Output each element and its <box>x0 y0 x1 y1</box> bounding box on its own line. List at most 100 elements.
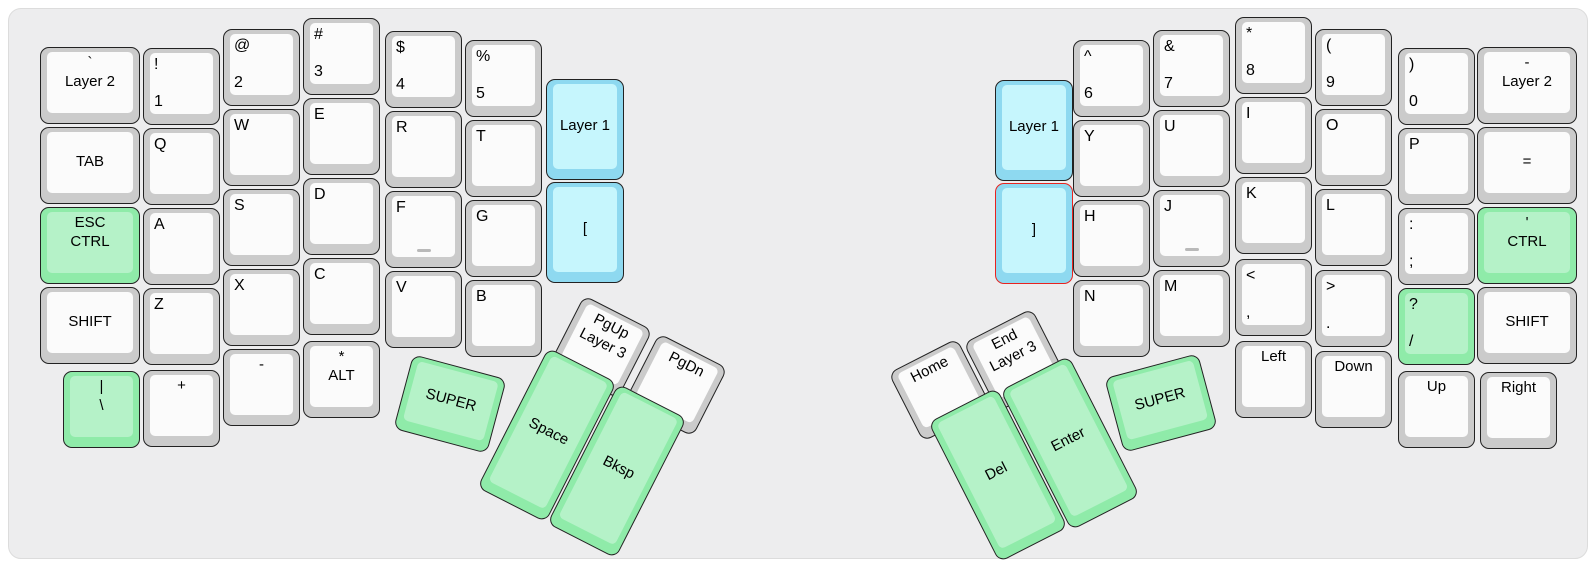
key-w[interactable]: W <box>223 109 300 186</box>
key-label: @ <box>234 37 251 54</box>
key-t[interactable]: T <box>465 120 542 197</box>
key-layer1-left[interactable]: Layer 1 <box>546 79 624 180</box>
key-k[interactable]: K <box>1235 177 1312 254</box>
key-labels: F <box>396 198 451 255</box>
key-x[interactable]: X <box>223 269 300 346</box>
key-shift-right[interactable]: SHIFT <box>1477 287 1577 364</box>
key-labels: 'CTRL <box>1488 214 1566 271</box>
key-star-alt[interactable]: *ALT <box>303 341 380 418</box>
key-labels: - <box>234 356 289 413</box>
key-labels: + <box>154 377 209 434</box>
key-label: PgDn <box>665 348 708 381</box>
key-asterisk-8[interactable]: *8 <box>1235 17 1312 94</box>
key-a[interactable]: A <box>143 208 220 285</box>
key-equals[interactable]: = <box>1477 127 1577 204</box>
keycap-face: #3 <box>310 23 373 84</box>
keycap-face: $4 <box>392 36 455 97</box>
key-label: SHIFT <box>1505 313 1549 331</box>
key-i[interactable]: I <box>1235 97 1312 174</box>
key-z[interactable]: Z <box>143 288 220 365</box>
key-h[interactable]: H <box>1073 200 1150 277</box>
key-label: ) <box>1409 56 1415 73</box>
key-quote-ctrl[interactable]: 'CTRL <box>1477 207 1577 284</box>
keycap-face: Right <box>1487 377 1550 438</box>
key-labels: SUPER <box>407 364 494 438</box>
key-labels: SHIFT <box>1488 294 1566 351</box>
key-q[interactable]: Q <box>143 128 220 205</box>
key-label: A <box>154 216 165 233</box>
key-paren-0[interactable]: )0 <box>1398 48 1475 125</box>
key-label: 6 <box>1084 85 1093 102</box>
key-layer1-right[interactable]: Layer 1 <box>995 80 1073 181</box>
keycap-face: + <box>150 375 213 436</box>
key-arrow-down[interactable]: Down <box>1315 351 1392 428</box>
key-labels: = <box>1488 134 1566 191</box>
key-b[interactable]: B <box>465 280 542 357</box>
keycap-face: SHIFT <box>1484 292 1570 353</box>
key-label: G <box>476 208 489 225</box>
key-layer2-left[interactable]: `Layer 2 <box>40 47 140 124</box>
key-c[interactable]: C <box>303 258 380 335</box>
key-labels: %5 <box>476 47 531 104</box>
key-label: Up <box>1426 378 1447 395</box>
keycap-face: P <box>1405 133 1468 194</box>
keycap-face: &7 <box>1160 35 1223 96</box>
key-d[interactable]: D <box>303 178 380 255</box>
key-u[interactable]: U <box>1153 110 1230 187</box>
key-labels: &7 <box>1164 37 1219 94</box>
key-ampersand-7[interactable]: &7 <box>1153 30 1230 107</box>
key-label: Y <box>1084 128 1095 145</box>
key-label: < <box>1246 267 1256 284</box>
key-j[interactable]: J <box>1153 190 1230 267</box>
key-label: Left <box>1260 348 1287 365</box>
key-labels: Z <box>154 295 209 352</box>
key-labels: `Layer 2 <box>51 54 129 111</box>
key-n[interactable]: N <box>1073 280 1150 357</box>
key-tab[interactable]: TAB <box>40 127 140 204</box>
key-shift-left[interactable]: SHIFT <box>40 287 140 364</box>
key-minus-layer2[interactable]: -Layer 2 <box>1477 47 1577 124</box>
key-plus[interactable]: + <box>143 370 220 447</box>
key-arrow-left[interactable]: Left <box>1235 341 1312 418</box>
key-colon-semicolon[interactable]: :; <box>1398 208 1475 285</box>
key-f[interactable]: F <box>385 191 462 268</box>
key-minus-left[interactable]: - <box>223 349 300 426</box>
key-arrow-right[interactable]: Right <box>1480 372 1557 449</box>
key-right-bracket[interactable]: ] <box>995 183 1073 284</box>
key-caret-6[interactable]: ^6 <box>1073 40 1150 117</box>
key-labels: *8 <box>1246 24 1301 81</box>
key-labels: $4 <box>396 38 451 95</box>
key-percent-5[interactable]: %5 <box>465 40 542 117</box>
key-label: Z <box>154 296 164 313</box>
key-label: / <box>1409 333 1414 350</box>
key-label: T <box>476 128 486 145</box>
key-e[interactable]: E <box>303 98 380 175</box>
key-exclamation-1[interactable]: !1 <box>143 48 220 125</box>
key-p[interactable]: P <box>1398 128 1475 205</box>
key-labels: [ <box>557 189 613 270</box>
key-dollar-4[interactable]: $4 <box>385 31 462 108</box>
key-l[interactable]: L <box>1315 189 1392 266</box>
key-labels: X <box>234 276 289 333</box>
key-o[interactable]: O <box>1315 109 1392 186</box>
key-label: J <box>1164 198 1172 215</box>
key-m[interactable]: M <box>1153 270 1230 347</box>
key-r[interactable]: R <box>385 111 462 188</box>
key-label: - <box>1524 54 1530 71</box>
key-greater-period[interactable]: >. <box>1315 270 1392 347</box>
key-label: [ <box>582 220 588 238</box>
key-s[interactable]: S <box>223 189 300 266</box>
key-g[interactable]: G <box>465 200 542 277</box>
key-at-2[interactable]: @2 <box>223 29 300 106</box>
key-arrow-up[interactable]: Up <box>1398 371 1475 448</box>
key-left-bracket[interactable]: [ <box>546 182 624 283</box>
key-pipe-backslash[interactable]: |\ <box>63 371 140 448</box>
key-less-comma[interactable]: <, <box>1235 259 1312 336</box>
key-y[interactable]: Y <box>1073 120 1150 197</box>
key-hash-3[interactable]: #3 <box>303 18 380 95</box>
key-paren-9[interactable]: (9 <box>1315 29 1392 106</box>
key-v[interactable]: V <box>385 271 462 348</box>
key-question-slash[interactable]: ?/ <box>1398 288 1475 365</box>
